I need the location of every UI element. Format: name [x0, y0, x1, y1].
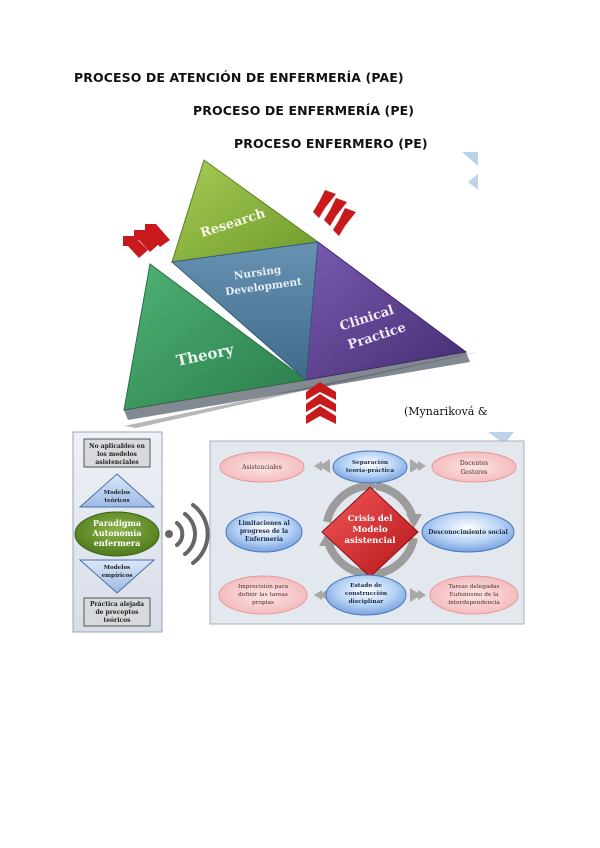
imprecision-line1: Imprecisión para: [238, 583, 289, 590]
estado-line3: disciplinar: [349, 599, 385, 605]
docentes-ellipse: [431, 451, 517, 483]
imprecision-ellipse: [218, 575, 308, 615]
decor-fragment: [468, 174, 478, 190]
triangle-modelos-teoricos: [78, 473, 156, 508]
separacion-line2: teoría-práctica: [346, 467, 394, 474]
heading-pe-enfermero: PROCESO ENFERMERO (PE): [234, 136, 428, 151]
paradigma-line1: Paradigma: [93, 518, 141, 528]
limitaciones-line3: Enfermería: [245, 536, 283, 543]
box-practica-alejada-line1: Práctica alejada: [90, 601, 144, 608]
estado-ellipse: [325, 574, 407, 616]
separacion-ellipse: [332, 450, 408, 484]
crisis-line2: Modelo: [352, 525, 388, 535]
chevron-bottom-icon: [306, 382, 336, 424]
decor-fragment: [488, 432, 514, 444]
crisis-line3: asistencial: [345, 536, 397, 546]
modelos-empiricos-line1: Modelos: [104, 565, 130, 571]
tareas-ellipse: [429, 575, 519, 615]
signal-waves-icon: [165, 503, 210, 565]
paradigma-line2: Autonomía: [92, 528, 142, 538]
tareas-line3: interdependencia: [448, 600, 500, 606]
estado-line1: Estado de: [350, 583, 382, 589]
desconocimiento-label: Desconocimiento social: [428, 529, 508, 536]
crisis-line1: Crisis del: [348, 514, 394, 524]
limitaciones-ellipse: [225, 511, 303, 553]
asistenciales-ellipse: [219, 451, 305, 483]
box-no-aplicables-line3: asistenciales: [95, 459, 139, 466]
imprecision-line2: definir las tareas: [238, 592, 288, 598]
gestores-label: Gestores: [461, 469, 488, 476]
asistenciales-label: Asistenciales: [241, 464, 282, 471]
box-no-aplicables-line2: los modelos: [97, 451, 137, 458]
arrow-head-icon: [319, 532, 335, 546]
paradigma-panel: No aplicables en los modelos asistencial…: [72, 431, 163, 633]
box-practica-alejada-line3: teóricos: [103, 617, 131, 624]
docentes-label: Docentes: [460, 460, 488, 467]
double-chevron-icon: [314, 459, 426, 602]
imprecision-line3: propias: [252, 600, 274, 606]
paradigma-ellipse: [74, 511, 160, 557]
box-no-aplicables: [83, 438, 151, 468]
triangle-modelos-empiricos: [78, 559, 156, 594]
limitaciones-line2: progreso de la: [240, 528, 288, 535]
triangle-edge: [124, 352, 470, 420]
modelos-teoricos-line2: teóricos: [104, 497, 129, 504]
paradigma-line3: enfermera: [94, 538, 141, 548]
estado-line2: construcción: [345, 590, 388, 597]
limitaciones-line1: Limitaciones al: [238, 520, 290, 527]
desconocimiento-ellipse: [421, 511, 515, 553]
separacion-line1: Separación: [352, 459, 389, 466]
heading-pae: PROCESO DE ATENCIÓN DE ENFERMERÍA (PAE): [74, 70, 404, 85]
nursing-development-segment: [170, 241, 319, 382]
chevron-left-icon: [123, 224, 170, 258]
modelos-empiricos-line2: empíricos: [102, 572, 133, 579]
nursing-triangle-diagram: Research Nursing Development Clinical Pr…: [123, 152, 514, 444]
chevron-right-icon: [313, 190, 356, 236]
box-no-aplicables-line1: No aplicables en: [89, 443, 145, 450]
tareas-line2: Eufemismo de la: [450, 592, 500, 598]
arrow-head-icon: [406, 514, 422, 528]
decor-fragment: [462, 152, 478, 166]
citation: (Mynariková &: [404, 405, 488, 418]
crisis-panel: Crisis del Modelo asistencial Separación…: [209, 440, 525, 625]
box-practica-alejada: [83, 597, 151, 627]
box-practica-alejada-line2: de preceptos: [95, 609, 139, 616]
modelos-teoricos-line1: Modelos: [104, 490, 130, 496]
tareas-line1: Tareas delegadas: [448, 584, 499, 590]
heading-pe-enfermeria: PROCESO DE ENFERMERÍA (PE): [193, 103, 415, 118]
